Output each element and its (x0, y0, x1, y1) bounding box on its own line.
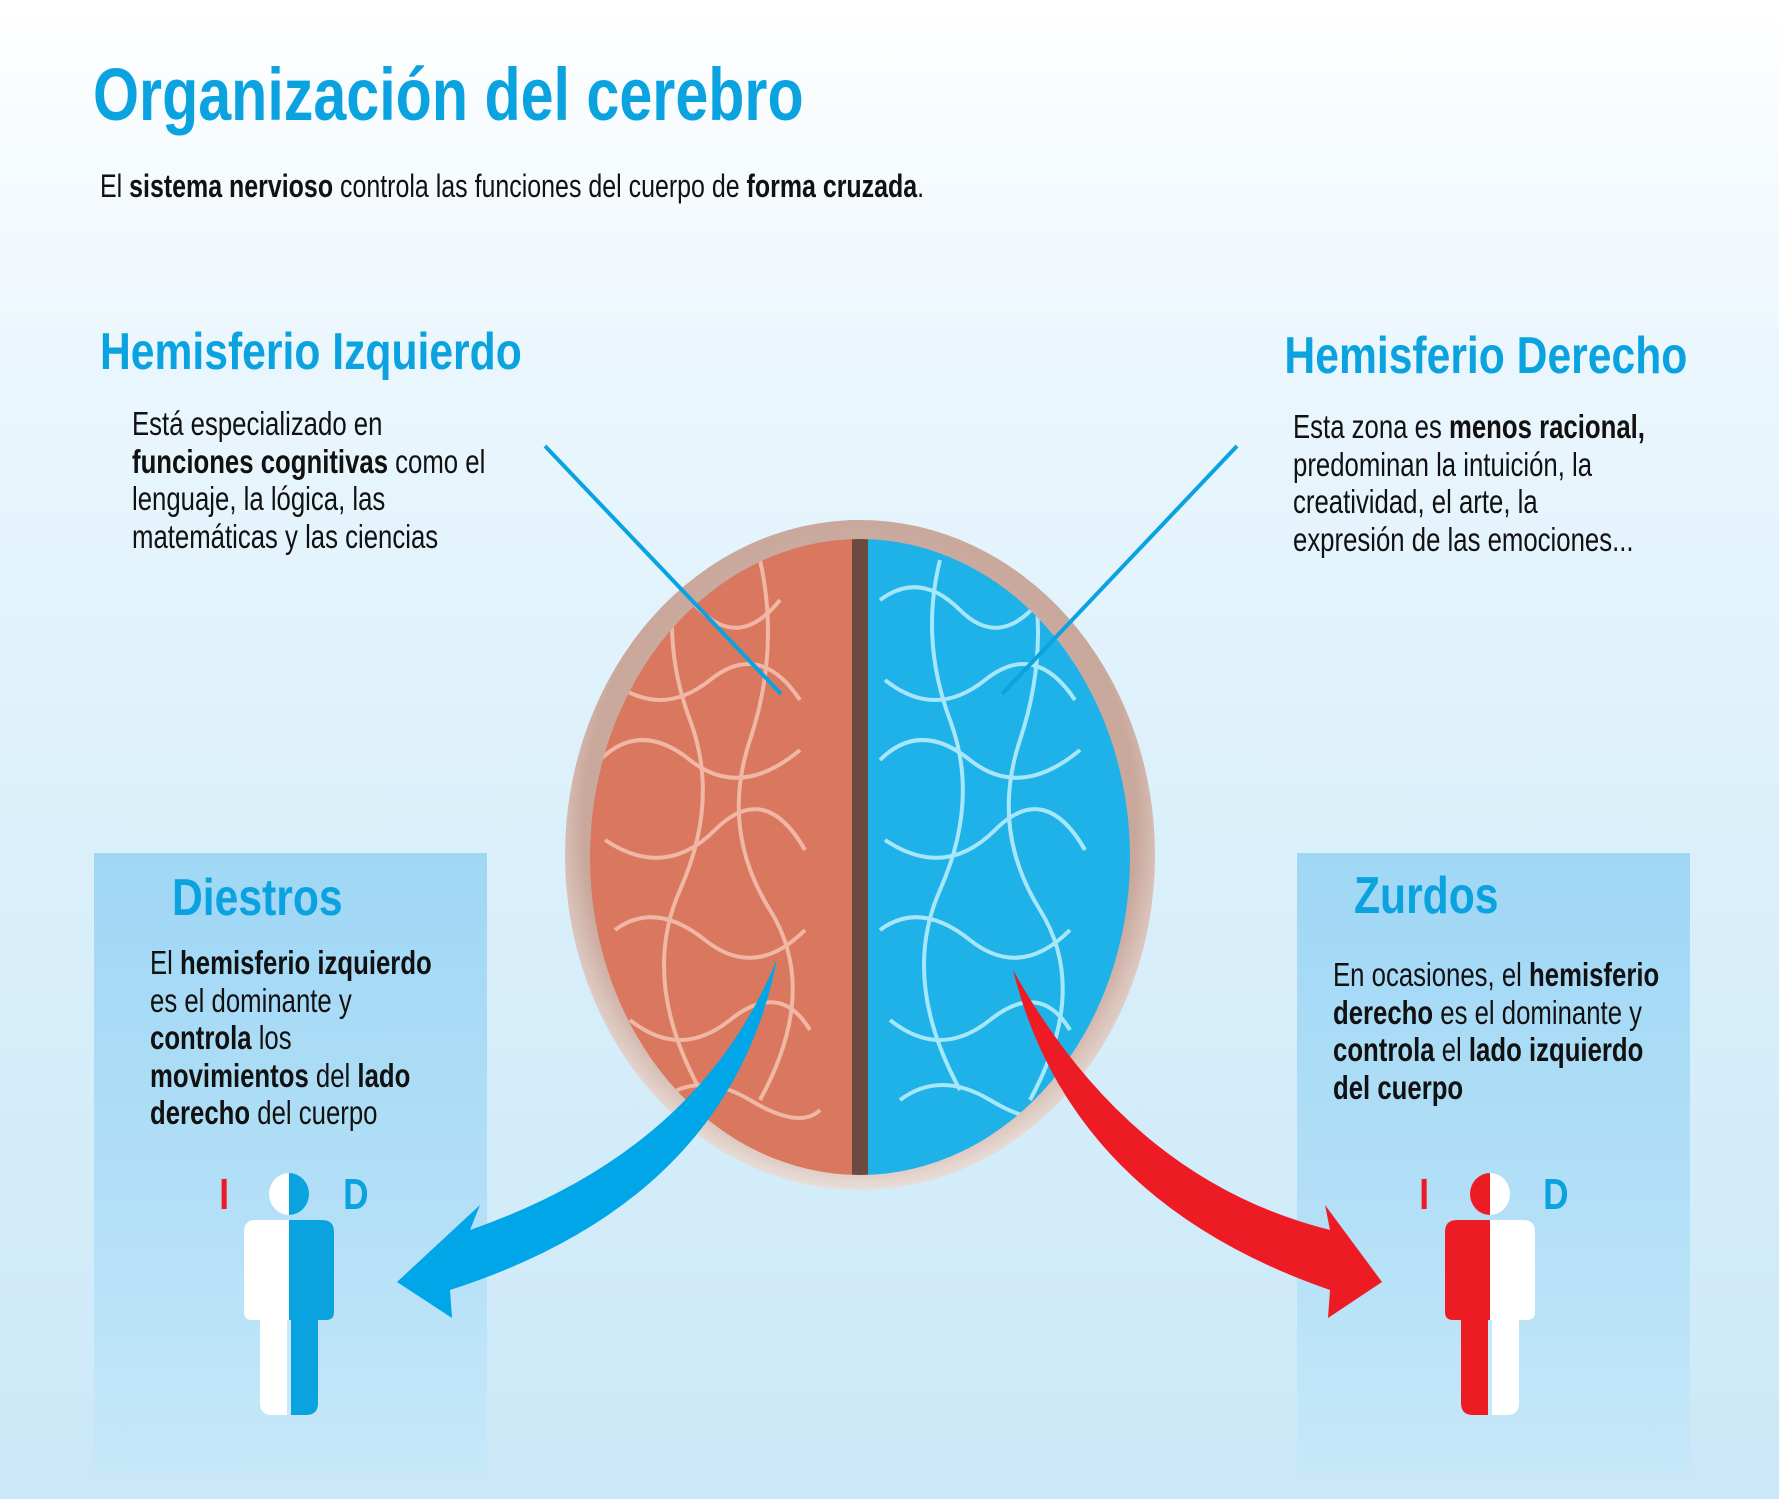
text-run: El (150, 944, 181, 981)
text-run: el (1434, 1031, 1469, 1068)
bold-text: funciones cognitivas (132, 442, 389, 480)
diestros-right-letter: D (343, 1170, 369, 1219)
text-line: predominan la intuición, la (1293, 446, 1645, 484)
text-line: derecho del cuerpo (150, 1094, 432, 1132)
text-run: . (917, 168, 925, 204)
text-line: matemáticas y las ciencias (132, 518, 485, 556)
text-line: movimientos del lado (150, 1057, 432, 1095)
text-run: lenguaje, la lógica, las (132, 480, 386, 517)
bold-text: del cuerpo (1333, 1068, 1464, 1106)
right-gyri (878, 559, 1087, 1120)
text-line: expresión de las emociones... (1293, 521, 1645, 559)
text-line: El hemisferio izquierdo (150, 944, 432, 982)
text-run: expresión de las emociones... (1293, 520, 1634, 558)
diestros-left-letter: I (219, 1170, 230, 1219)
blue-arrow (397, 959, 777, 1318)
right-hemisphere-text: Esta zona es menos racional,predominan l… (1293, 408, 1645, 558)
right-pointer-line (1000, 444, 1239, 696)
text-line: lenguaje, la lógica, las (132, 480, 485, 518)
text-line: controla los (150, 1019, 432, 1057)
left-hemisphere-heading: Hemisferio Izquierdo (100, 323, 522, 381)
right-handed-person-icon (244, 1173, 334, 1415)
text-run: es el dominante y (150, 981, 352, 1019)
text-run: del cuerpo (250, 1094, 378, 1131)
text-line: del cuerpo (1333, 1069, 1659, 1107)
text-line: controla el lado izquierdo (1333, 1031, 1659, 1069)
text-line: Esta zona es menos racional, (1293, 408, 1645, 446)
text-run: predominan la intuición, la (1293, 445, 1593, 483)
bold-text: movimientos (150, 1056, 309, 1094)
bold-text: menos racional, (1448, 408, 1645, 445)
subtitle: El sistema nervioso controla las funcion… (100, 168, 924, 205)
bold-text: lado izquierdo (1468, 1031, 1644, 1068)
diestros-heading: Diestros (172, 869, 343, 927)
text-line: creatividad, el arte, la (1293, 483, 1645, 521)
bold-text: forma cruzada (746, 168, 918, 204)
bold-text: hemisferio (1529, 956, 1660, 993)
bold-text: hemisferio izquierdo (180, 944, 432, 981)
zurdos-right-letter: D (1543, 1170, 1569, 1219)
text-run: matemáticas y las ciencias (132, 517, 439, 555)
text-line: En ocasiones, el hemisferio (1333, 956, 1659, 994)
zurdos-left-letter: I (1419, 1170, 1430, 1219)
red-arrow (1013, 970, 1382, 1318)
bold-text: derecho (1333, 993, 1434, 1031)
zurdos-heading: Zurdos (1354, 867, 1499, 925)
bold-text: controla (1333, 1031, 1435, 1068)
text-run: del (308, 1056, 358, 1094)
bold-text: controla (150, 1019, 252, 1056)
text-line: es el dominante y (150, 982, 432, 1020)
text-line: derecho es el dominante y (1333, 994, 1659, 1032)
text-line: funciones cognitivas como el (132, 443, 485, 481)
text-run: como el (388, 442, 486, 480)
right-hemisphere-heading: Hemisferio Derecho (1284, 327, 1687, 385)
bold-text: lado (357, 1056, 411, 1094)
text-run: Está especializado en (132, 405, 383, 442)
text-run: En ocasiones, el (1333, 956, 1530, 993)
page-title: Organización del cerebro (93, 53, 804, 136)
left-handed-person-icon (1445, 1173, 1535, 1415)
text-run: El (100, 168, 130, 204)
text-run: es el dominante y (1433, 993, 1643, 1031)
left-pointer-line (543, 444, 783, 696)
text-run: Esta zona es (1293, 408, 1449, 445)
text-line: Está especializado en (132, 405, 485, 443)
text-line: El sistema nervioso controla las funcion… (100, 168, 924, 205)
bold-text: sistema nervioso (129, 168, 334, 204)
text-run: controla las funciones del cuerpo de (333, 168, 747, 204)
longitudinal-fissure (852, 539, 868, 1175)
text-run: creatividad, el arte, la (1293, 483, 1538, 520)
text-run: los (251, 1019, 292, 1056)
bold-text: derecho (150, 1094, 251, 1131)
